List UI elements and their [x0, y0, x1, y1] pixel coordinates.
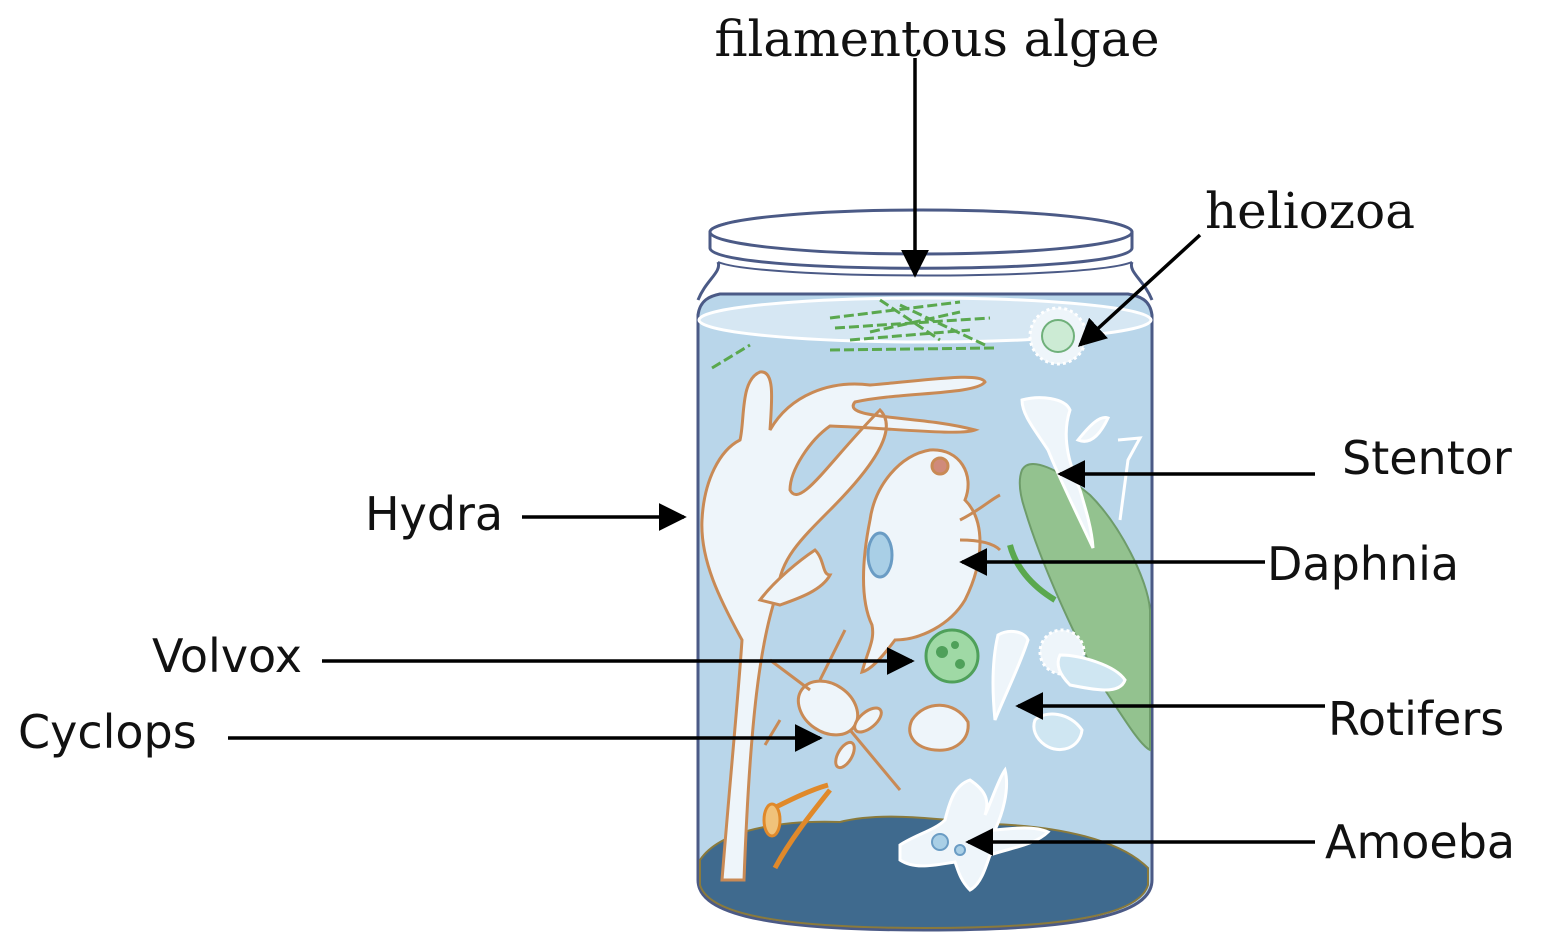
volvox-organism [926, 630, 978, 682]
label-filamentous-algae: filamentous algae [715, 10, 1160, 68]
label-rotifers: Rotifers [1328, 692, 1504, 746]
label-heliozoa: heliozoa [1205, 182, 1415, 240]
label-daphnia: Daphnia [1267, 537, 1459, 591]
label-volvox: Volvox [152, 629, 302, 683]
label-stentor: Stentor [1342, 431, 1512, 485]
label-cyclops: Cyclops [18, 705, 197, 759]
label-amoeba: Amoeba [1325, 815, 1515, 869]
label-hydra: Hydra [365, 487, 503, 541]
